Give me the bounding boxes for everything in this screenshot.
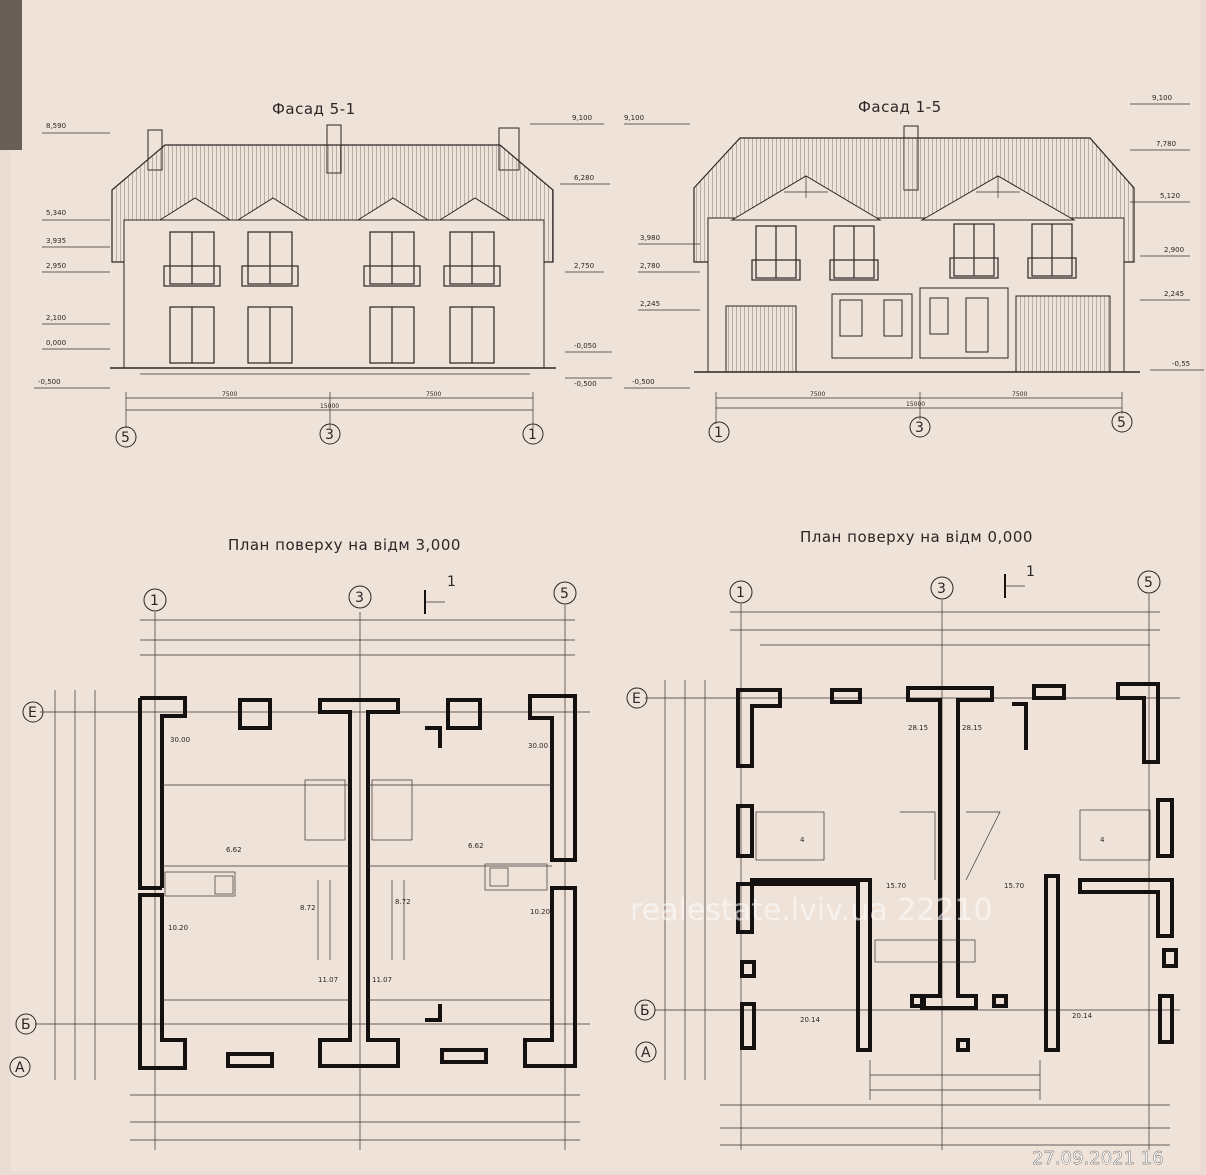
axis-marker: 1 bbox=[528, 427, 537, 443]
axis-marker: 1 bbox=[150, 593, 159, 609]
room-area: 4 bbox=[800, 836, 805, 844]
axis-marker: Е bbox=[632, 691, 641, 707]
axis-marker: Е bbox=[28, 705, 37, 721]
level-label: 5,120 bbox=[1160, 192, 1180, 200]
axis-marker: 1 bbox=[736, 585, 745, 601]
room-area: 30.00 bbox=[170, 736, 190, 744]
level-label: 6,280 bbox=[574, 174, 594, 182]
level-label: 3,935 bbox=[46, 237, 66, 245]
level-label: 9,100 bbox=[1152, 94, 1172, 102]
room-area: 30.00 bbox=[528, 742, 548, 750]
axis-marker: 5 bbox=[121, 430, 130, 446]
level-label: -0,500 bbox=[632, 378, 655, 386]
level-label: -0,500 bbox=[38, 378, 61, 386]
room-area: 6.62 bbox=[468, 842, 484, 850]
level-label: 2,780 bbox=[640, 262, 660, 270]
section-mark: 1 bbox=[1026, 564, 1035, 580]
axis-marker: 3 bbox=[355, 590, 364, 606]
dimension-label: 15000 bbox=[906, 401, 925, 408]
level-label: 2,245 bbox=[1164, 290, 1184, 298]
dimension-label: 7500 bbox=[1012, 391, 1027, 398]
room-area: 15.70 bbox=[886, 882, 906, 890]
axis-marker: 1 bbox=[714, 425, 723, 441]
photo-timestamp: 27.09.2021 16 bbox=[1032, 1148, 1164, 1169]
plan-right-title: План поверху на відм 0,000 bbox=[800, 528, 1033, 546]
level-label: 0,000 bbox=[46, 339, 66, 347]
level-label: 9,100 bbox=[624, 114, 644, 122]
axis-marker: Б bbox=[640, 1003, 650, 1019]
axis-marker: 3 bbox=[325, 427, 334, 443]
dimension-label: 7500 bbox=[810, 391, 825, 398]
axis-marker: А bbox=[15, 1060, 25, 1076]
plan-level-3000: План поверху на відм 3,000 1 3 5 Е Б А 1 bbox=[9, 536, 590, 1150]
room-area-labels: 28.15 28.15 4 4 15.70 15.70 20.14 20.14 bbox=[800, 724, 1105, 1024]
dimension-label: 7500 bbox=[222, 391, 237, 398]
axis-marker: А bbox=[641, 1045, 651, 1061]
axis-marker: 3 bbox=[915, 420, 924, 436]
facade-1-5: Фасад 1-5 bbox=[624, 94, 1204, 443]
room-area: 10.20 bbox=[168, 924, 188, 932]
section-mark: 1 bbox=[447, 574, 456, 590]
level-label: 7,780 bbox=[1156, 140, 1176, 148]
axis-marker: 5 bbox=[1144, 575, 1153, 591]
room-area: 11.07 bbox=[318, 976, 338, 984]
level-label: 2,900 bbox=[1164, 246, 1184, 254]
dimension-label: 7500 bbox=[426, 391, 441, 398]
facade-left-title: Фасад 5-1 bbox=[272, 100, 356, 118]
room-area: 8.72 bbox=[395, 898, 411, 906]
plan-level-0000: План поверху на відм 0,000 1 3 5 Е Б А 1 bbox=[626, 528, 1180, 1150]
room-area: 10.20 bbox=[530, 908, 550, 916]
dimension-label: 15000 bbox=[320, 403, 339, 410]
room-area: 20.14 bbox=[800, 1016, 821, 1024]
room-area: 4 bbox=[1100, 836, 1105, 844]
level-label: 3,980 bbox=[640, 234, 660, 242]
room-area: 11.07 bbox=[372, 976, 392, 984]
axis-marker: 5 bbox=[560, 586, 569, 602]
room-area: 15.70 bbox=[1004, 882, 1024, 890]
level-label: 8,590 bbox=[46, 122, 66, 130]
plan-left-title: План поверху на відм 3,000 bbox=[228, 536, 461, 554]
level-label: 9,100 bbox=[572, 114, 592, 122]
room-area: 20.14 bbox=[1072, 1012, 1093, 1020]
level-label: 2,750 bbox=[574, 262, 594, 270]
level-label: -0,55 bbox=[1172, 360, 1190, 368]
watermark: realestate.lviv.ua 22210 bbox=[630, 893, 993, 928]
axis-marker: Б bbox=[21, 1017, 31, 1033]
facade-5-1: Фасад 5-1 bbox=[34, 100, 612, 448]
axis-marker: 5 bbox=[1117, 415, 1126, 431]
level-label: -0,500 bbox=[574, 380, 597, 388]
level-label: -0,050 bbox=[574, 342, 597, 350]
facade-right-title: Фасад 1-5 bbox=[858, 98, 942, 116]
level-label: 2,950 bbox=[46, 262, 66, 270]
room-area-labels: 30.00 30.00 6.62 6.62 10.20 8.72 8.72 10… bbox=[168, 736, 550, 984]
room-area: 28.15 bbox=[962, 724, 982, 732]
room-area: 8.72 bbox=[300, 904, 316, 912]
room-area: 28.15 bbox=[908, 724, 928, 732]
level-label: 5,340 bbox=[46, 209, 66, 217]
level-label: 2,245 bbox=[640, 300, 660, 308]
axis-marker: 3 bbox=[937, 581, 946, 597]
level-label: 2,100 bbox=[46, 314, 66, 322]
room-area: 6.62 bbox=[226, 846, 242, 854]
